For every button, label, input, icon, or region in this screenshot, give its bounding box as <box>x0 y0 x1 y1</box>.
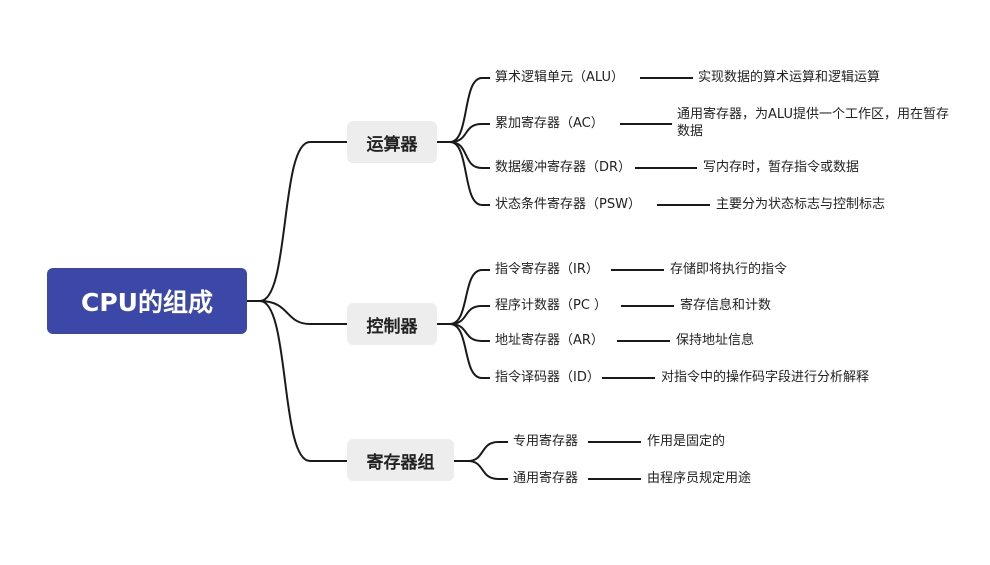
leaf-node[interactable]: 地址寄存器（AR） <box>495 333 604 348</box>
leaf-desc[interactable]: 存储即将执行的指令 <box>670 262 788 277</box>
leaf-node[interactable]: 指令译码器（ID） <box>495 370 600 385</box>
branch-control-unit[interactable]: 控制器 <box>347 303 437 345</box>
leaf-node[interactable]: 数据缓冲寄存器（DR） <box>495 160 632 175</box>
leaf-node[interactable]: 通用寄存器 <box>513 471 579 486</box>
leaf-node[interactable]: 指令寄存器（IR） <box>495 262 599 277</box>
leaf-desc[interactable]: 寄存信息和计数 <box>680 298 772 313</box>
leaf-desc[interactable]: 写内存时，暂存指令或数据 <box>703 160 860 175</box>
leaf-desc[interactable]: 作用是固定的 <box>647 434 726 449</box>
leaf-node[interactable]: 专用寄存器 <box>513 434 579 449</box>
leaf-node[interactable]: 算术逻辑单元（ALU） <box>495 70 625 85</box>
leaf-desc[interactable]: 主要分为状态标志与控制标志 <box>716 197 886 212</box>
leaf-desc[interactable]: 实现数据的算术运算和逻辑运算 <box>698 70 881 85</box>
branch-alu-unit[interactable]: 运算器 <box>347 121 437 163</box>
leaf-desc-line1[interactable]: 通用寄存器，为ALU提供一个工作区，用在暂存 <box>677 107 950 122</box>
leaf-desc-line2[interactable]: 数据 <box>677 124 704 139</box>
leaf-node[interactable]: 状态条件寄存器（PSW） <box>495 197 641 212</box>
leaf-desc[interactable]: 对指令中的操作码字段进行分析解释 <box>661 370 870 385</box>
leaf-node[interactable]: 程序计数器（PC ） <box>495 298 608 313</box>
leaf-desc[interactable]: 保持地址信息 <box>676 333 755 348</box>
branch-register-group[interactable]: 寄存器组 <box>347 439 454 481</box>
leaf-node[interactable]: 累加寄存器（AC） <box>495 116 604 131</box>
root-node[interactable]: CPU的组成 <box>47 268 247 334</box>
leaf-desc[interactable]: 由程序员规定用途 <box>647 471 752 486</box>
